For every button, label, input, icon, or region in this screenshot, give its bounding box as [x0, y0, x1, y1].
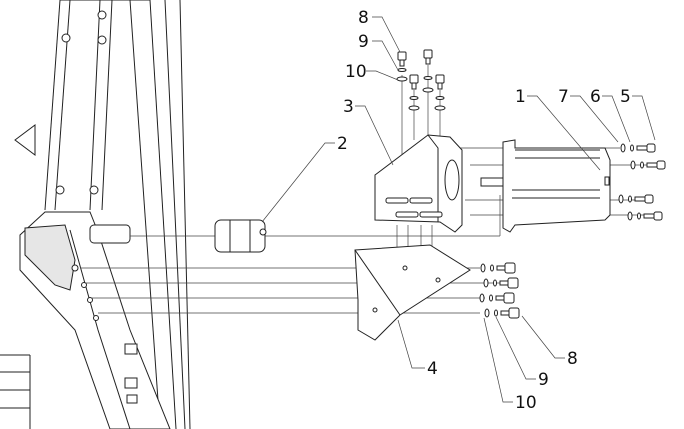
callout-2: 2	[337, 134, 348, 154]
stepper-motor	[480, 139, 611, 233]
callout-5: 5	[620, 87, 631, 107]
title-block-edge	[0, 354, 31, 429]
callout-6: 6	[590, 87, 601, 107]
motor-bracket	[374, 134, 463, 233]
bottom-screws	[479, 262, 520, 319]
callout-8-bottom: 8	[567, 349, 578, 369]
callout-1: 1	[515, 87, 526, 107]
carriage	[19, 211, 171, 429]
callout-10-top: 10	[345, 62, 367, 82]
callout-9-top: 9	[358, 32, 369, 52]
top-screws	[396, 49, 446, 111]
callout-10-bottom: 10	[515, 393, 537, 413]
assembly-axes	[80, 65, 650, 314]
callout-4: 4	[427, 359, 438, 379]
base-bracket	[354, 244, 471, 341]
leader-lines	[261, 16, 656, 403]
frame-rails	[14, 0, 191, 429]
callout-7: 7	[558, 87, 569, 107]
triangle-marker	[14, 124, 36, 156]
callout-3: 3	[343, 97, 354, 117]
callout-8-top: 8	[358, 8, 369, 28]
callout-9-bottom: 9	[538, 370, 549, 390]
motor-screws	[618, 143, 666, 221]
coupler	[214, 219, 267, 253]
